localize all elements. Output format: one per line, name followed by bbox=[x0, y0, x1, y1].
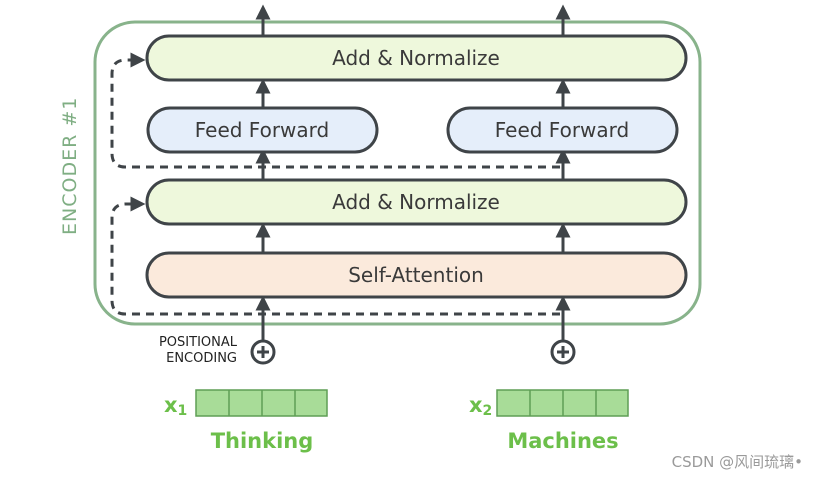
self-attention-label: Self-Attention bbox=[348, 263, 484, 287]
feed-forward-right-label: Feed Forward bbox=[495, 118, 630, 142]
input-x2-embedding bbox=[496, 389, 629, 417]
feed-forward-left-box bbox=[146, 106, 379, 154]
input-word-machines: Machines bbox=[507, 429, 618, 453]
input-word-thinking: Thinking bbox=[211, 429, 314, 453]
positional-encoding-label-line1: POSITIONAL bbox=[159, 335, 238, 350]
add-normalize-bottom-box bbox=[145, 178, 688, 226]
self-attention-box bbox=[145, 251, 688, 299]
input-x1-embedding bbox=[195, 389, 328, 417]
positional-encoding-plus-icon-left bbox=[250, 339, 276, 365]
feed-forward-right-box bbox=[446, 106, 679, 154]
positional-encoding-plus-icon-right bbox=[550, 339, 576, 365]
add-normalize-bottom-label: Add & Normalize bbox=[332, 190, 500, 214]
add-normalize-top-label: Add & Normalize bbox=[332, 46, 500, 70]
input-x2-label: x2 bbox=[469, 393, 492, 419]
feed-forward-left-label: Feed Forward bbox=[195, 118, 330, 142]
input-x1-label: x1 bbox=[164, 393, 187, 419]
residual-connection-lower bbox=[110, 196, 560, 316]
watermark: CSDN @风间琉璃• bbox=[672, 453, 803, 471]
positional-encoding-label-line2: ENCODING bbox=[166, 351, 237, 366]
encoder-container bbox=[93, 20, 702, 326]
residual-connection-upper bbox=[110, 52, 560, 169]
add-normalize-top-box bbox=[145, 34, 688, 82]
encoder-label: ENCODER #1 bbox=[59, 97, 81, 235]
